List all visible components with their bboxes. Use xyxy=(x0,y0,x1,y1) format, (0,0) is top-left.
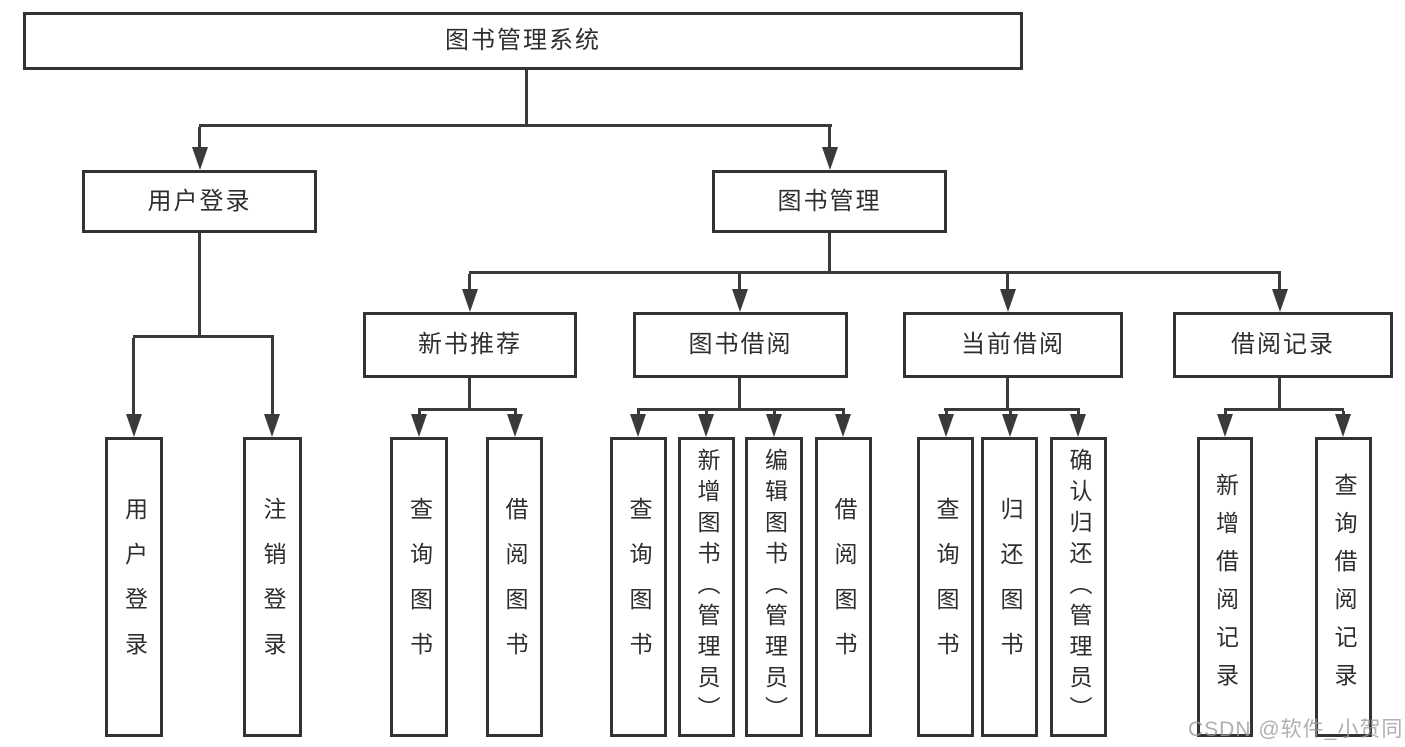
arrow-new-book xyxy=(462,289,478,312)
arrow-current-borrow xyxy=(1000,289,1016,312)
connector-new-book-bar xyxy=(418,408,517,411)
connector-current-borrow-bar xyxy=(944,408,1080,411)
arrow-leaf-logout xyxy=(264,414,280,437)
connector-book-borrow-stem xyxy=(738,378,741,408)
connector-user-login-stem xyxy=(198,233,201,336)
arrow-borrow-records xyxy=(1272,289,1288,312)
connector-borrow-records-bar xyxy=(1224,408,1344,411)
leaf-user-login: 用户登录 xyxy=(105,437,163,737)
node-borrow-records: 借阅记录 xyxy=(1173,312,1393,378)
leaf-query-borrow-record: 查询借阅记录 xyxy=(1315,437,1372,737)
root-node: 图书管理系统 xyxy=(23,12,1023,70)
connector-borrow-records-stem xyxy=(1278,378,1281,408)
arrow-leaf-borrow-books-1 xyxy=(507,414,523,437)
leaf-logout: 注销登录 xyxy=(243,437,302,737)
node-book-management: 图书管理 xyxy=(712,170,947,233)
connector-stem-user-login xyxy=(198,127,201,148)
arrow-leaf-borrow-books-2 xyxy=(835,414,851,437)
node-current-borrow: 当前借阅 xyxy=(903,312,1123,378)
leaf-confirm-return-admin: 确认归还（管理员） xyxy=(1050,437,1107,737)
arrow-leaf-query-books-3 xyxy=(938,414,954,437)
leaf-edit-book-admin: 编辑图书（管理员） xyxy=(745,437,803,737)
arrow-leaf-add-record xyxy=(1217,414,1233,437)
connector-stem-book-borrow xyxy=(738,274,741,290)
leaf-query-books-recommend: 查询图书 xyxy=(390,437,448,737)
connector-book-management-stem xyxy=(828,233,831,272)
leaf-borrow-books-recommend: 借阅图书 xyxy=(486,437,543,737)
connector-stem-borrow-records xyxy=(1278,274,1281,290)
node-new-book-recommend: 新书推荐 xyxy=(363,312,577,378)
leaf-add-book-admin: 新增图书（管理员） xyxy=(678,437,735,737)
connector-root-stem xyxy=(525,70,528,124)
arrow-leaf-confirm-return xyxy=(1070,414,1086,437)
node-user-login: 用户登录 xyxy=(82,170,317,233)
arrow-book-management xyxy=(822,147,838,170)
connector-stem-current-borrow xyxy=(1006,274,1009,290)
connector-new-book-stem xyxy=(468,378,471,408)
arrow-leaf-login xyxy=(126,414,142,437)
connector-stem-book-management xyxy=(828,127,831,148)
arrow-user-login xyxy=(192,147,208,170)
connector-user-login-bar xyxy=(133,335,274,338)
leaf-query-books-current: 查询图书 xyxy=(917,437,974,737)
watermark: CSDN @软件_小贺同学 xyxy=(1188,718,1405,741)
arrow-leaf-add-book xyxy=(698,414,714,437)
arrow-leaf-query-record xyxy=(1335,414,1351,437)
connector-stem-leaf-logout xyxy=(271,338,274,415)
connector-stem-new-book xyxy=(468,274,471,290)
arrow-leaf-query-books-2 xyxy=(630,414,646,437)
leaf-query-books-borrow: 查询图书 xyxy=(610,437,667,737)
leaf-return-book: 归还图书 xyxy=(981,437,1038,737)
leaf-borrow-books-borrow: 借阅图书 xyxy=(815,437,872,737)
arrow-leaf-query-books-1 xyxy=(411,414,427,437)
connector-current-borrow-stem xyxy=(1006,378,1009,408)
connector-level1-bar xyxy=(199,124,832,127)
connector-level3-bar xyxy=(469,271,1281,274)
arrow-leaf-edit-book xyxy=(766,414,782,437)
connector-book-borrow-bar xyxy=(637,408,845,411)
arrow-book-borrow xyxy=(732,289,748,312)
leaf-add-borrow-record: 新增借阅记录 xyxy=(1197,437,1253,737)
arrow-leaf-return-book xyxy=(1002,414,1018,437)
node-book-borrow: 图书借阅 xyxy=(633,312,848,378)
connector-stem-leaf-login xyxy=(132,338,135,415)
